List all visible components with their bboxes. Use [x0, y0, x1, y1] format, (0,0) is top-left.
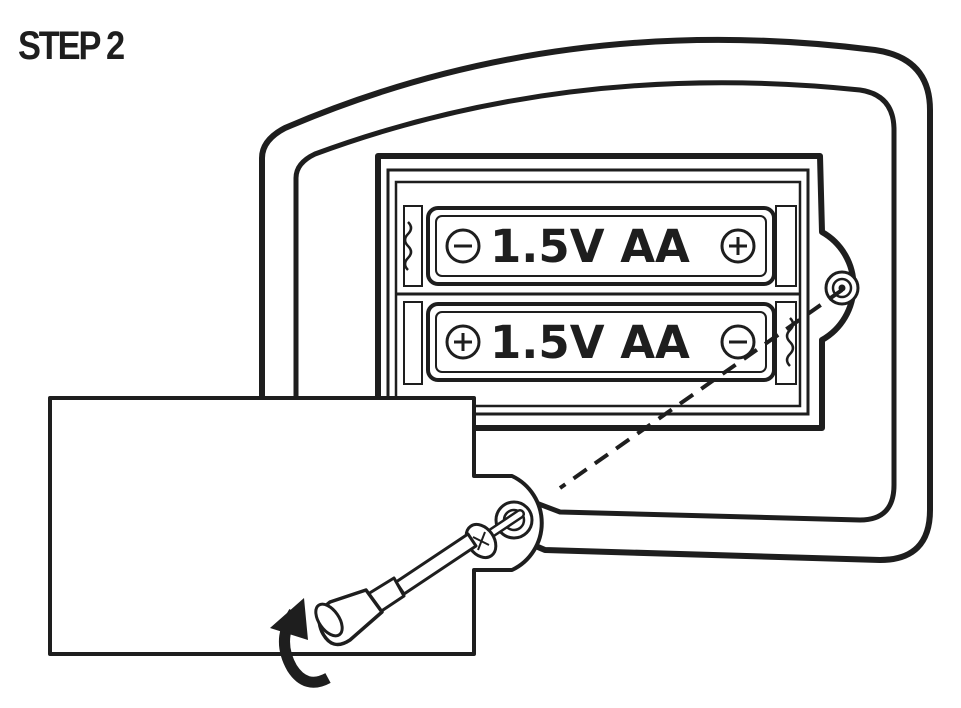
- battery-bottom-label: 1.5V AA: [490, 316, 690, 369]
- curved-arrow-icon: [270, 598, 331, 688]
- minus-circle-icon: [720, 324, 756, 360]
- plus-circle-icon: [720, 228, 756, 264]
- battery-top: 1.5V AA: [426, 206, 776, 286]
- device-body-inner-outline: [293, 80, 897, 523]
- step-title: STEP 2: [18, 24, 125, 68]
- screwdriver: [314, 532, 478, 647]
- minus-circle-icon: [445, 228, 481, 264]
- battery-bottom: 1.5V AA: [426, 302, 776, 382]
- plus-circle-icon: [445, 324, 481, 360]
- alignment-dashed-line: [558, 288, 844, 490]
- battery-compartment: [375, 153, 860, 431]
- spring-contact-top-left: [403, 221, 413, 271]
- battery-top-label: 1.5V AA: [490, 220, 690, 273]
